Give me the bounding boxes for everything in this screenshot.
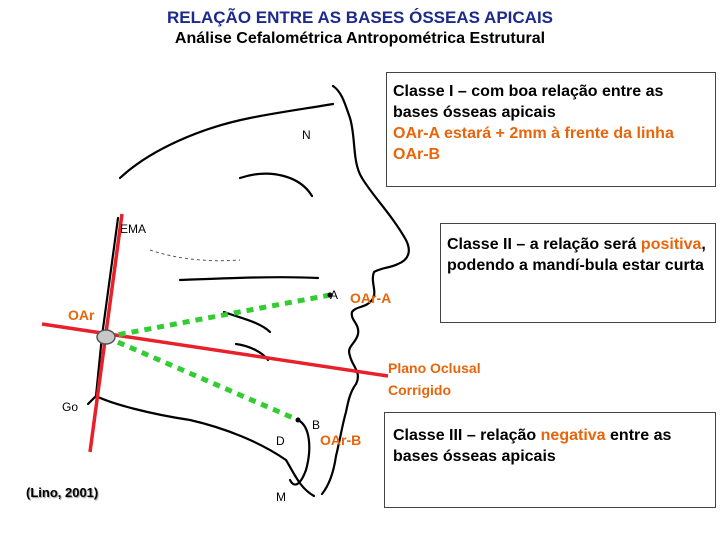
classe-iii-text-2: entre as bases ósseas apicais: [393, 427, 672, 465]
slide-title: RELAÇÃO ENTRE AS BASES ÓSSEAS APICAIS: [166, 8, 554, 27]
symphysis: [288, 418, 311, 486]
label-a: A: [330, 288, 339, 302]
profile-outline: [320, 84, 410, 496]
label-oar-b: OAr-B: [320, 432, 362, 448]
ramus-inner: [86, 394, 98, 406]
label-d: D: [276, 434, 285, 448]
classe-iii-highlight: negativa: [540, 427, 606, 444]
slide-subtitle: Análise Cefalométrica Antropométrica Est…: [174, 30, 546, 47]
plano-oclusal-line: [41, 322, 389, 378]
label-go: Go: [62, 400, 79, 414]
label-n: N: [302, 128, 311, 142]
mandible-outline: [94, 216, 316, 498]
orbit-outline: [238, 172, 314, 198]
oar-point: [96, 329, 116, 345]
label-oar: OAr: [68, 307, 95, 323]
citation: (Lino, 2001): [26, 485, 99, 500]
label-b: B: [312, 418, 321, 432]
a-point: [327, 292, 333, 298]
cranium-outline: [118, 102, 335, 180]
classe-iii-text-1: Classe III – relação: [393, 427, 541, 444]
classe-iii-box: Classe III – relação negativa entre as b…: [384, 412, 716, 508]
oar-a-line: [105, 292, 331, 340]
oar-b-line: [105, 334, 299, 423]
classe-i-text: Classe I – com boa relação entre as base…: [393, 83, 664, 121]
classe-ii-text-1: Classe II – a relação será: [447, 236, 641, 253]
label-plano-oclusal: Plano Oclusal: [388, 360, 481, 376]
palate: [178, 276, 320, 282]
classe-i-box: Classe I – com boa relação entre as base…: [386, 72, 716, 187]
classe-ii-highlight: positiva: [640, 236, 702, 253]
classe-i-rule: OAr-A estará + 2mm à frente da linha OAr…: [393, 125, 674, 163]
b-point: [295, 417, 301, 423]
label-corrigido: Corrigido: [388, 382, 451, 398]
label-oar-a: OAr-A: [350, 290, 392, 306]
label-m: M: [276, 490, 286, 504]
pharynx-outline: [149, 249, 241, 262]
classe-ii-box: Classe II – a relação será positiva, pod…: [440, 223, 716, 323]
label-ema: EMA: [120, 222, 147, 236]
classe-ii-text-2: , podendo a mandí-bula estar curta: [447, 236, 706, 274]
